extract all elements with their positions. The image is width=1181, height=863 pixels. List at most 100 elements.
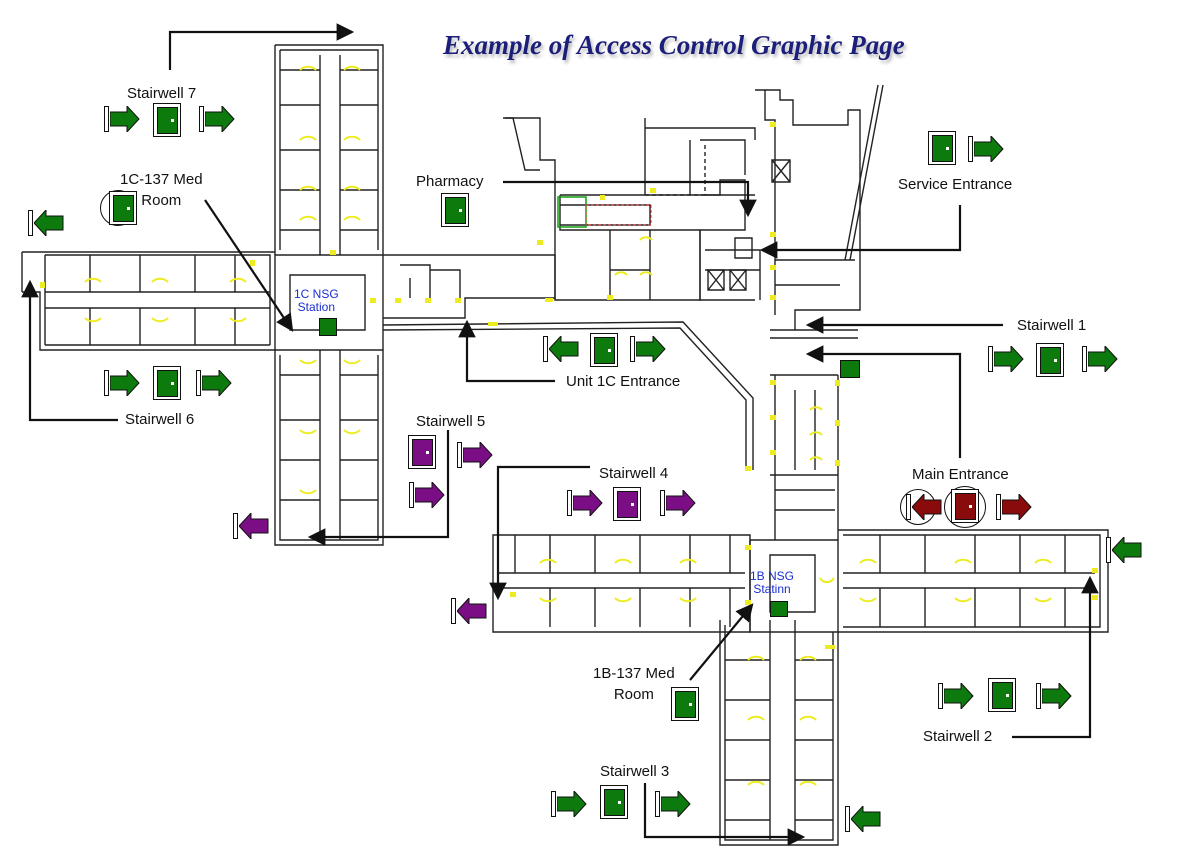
door-frame-bar [551,791,556,817]
label-stairwell-7: Stairwell 7 [127,85,197,102]
label-stairwell-3: Stairwell 3 [600,763,670,780]
door-frame-bar [845,806,850,832]
door-icon[interactable] [109,191,137,225]
door-frame-bar [196,370,201,396]
arrow-glyph [944,683,974,709]
label-pharmacy: Pharmacy [416,173,484,190]
arrow-glyph [851,806,881,832]
arrow-glyph [202,370,232,396]
arrow-in-icon[interactable] [543,336,579,362]
arrow-in-icon[interactable] [845,806,881,832]
arrow-glyph [205,106,235,132]
arrow-glyph [1042,683,1072,709]
arrow-out-icon[interactable] [457,442,493,468]
label-service-entrance: Service Entrance [898,176,1013,193]
label-stairwell-4: Stairwell 4 [599,465,669,482]
door-frame-bar [968,136,973,162]
label-stairwell-2: Stairwell 2 [923,728,993,745]
card-reader-icon[interactable] [770,601,788,617]
arrow-in-icon[interactable] [938,683,974,709]
door-icon[interactable] [153,366,181,400]
door-frame-bar [543,336,548,362]
door-frame-bar [630,336,635,362]
door-frame-bar [199,106,204,132]
arrow-glyph [1112,537,1142,563]
door-icon[interactable] [928,131,956,165]
door-icon[interactable] [613,487,641,521]
arrow-out-icon[interactable] [655,791,691,817]
arrow-glyph [974,136,1004,162]
door-frame-bar [104,106,109,132]
arrow-out-icon[interactable] [968,136,1004,162]
door-icon[interactable] [671,687,699,721]
arrow-glyph [463,442,493,468]
arrow-glyph [912,494,942,520]
arrow-out-icon[interactable] [196,370,232,396]
door-status-ring-icon [944,486,986,528]
label-unit-1c-entrance: Unit 1C Entrance [566,373,681,390]
arrow-in-icon[interactable] [1106,537,1142,563]
door-frame-bar [988,346,993,372]
arrow-out-icon[interactable] [660,490,696,516]
arrow-glyph [549,336,579,362]
door-icon[interactable] [441,193,469,227]
door-frame-bar [233,513,238,539]
label-stairwell-6: Stairwell 6 [125,411,195,428]
label-med-room-1b: 1B-137 Med Room [593,665,675,703]
door-frame-bar [906,494,911,520]
door-frame-bar [457,442,462,468]
label-stairwell-1: Stairwell 1 [1017,317,1087,334]
door-icon[interactable] [153,103,181,137]
arrow-in-icon[interactable] [567,490,603,516]
arrow-in-icon[interactable] [409,482,445,508]
door-frame-bar [104,370,109,396]
door-frame-bar [28,210,33,236]
door-frame-bar [660,490,665,516]
door-icon[interactable] [951,489,979,523]
page-title: Example of Access Control Graphic Page [443,30,905,60]
door-icon[interactable] [1036,343,1064,377]
arrow-in-icon[interactable] [104,106,140,132]
arrow-in-icon[interactable] [104,370,140,396]
arrow-glyph [666,490,696,516]
arrow-in-icon[interactable] [988,346,1024,372]
door-icon[interactable] [600,785,628,819]
arrow-out-icon[interactable] [630,336,666,362]
arrow-out-icon[interactable] [1082,346,1118,372]
label-1c-nsg-station: 1C NSG Station [294,287,339,314]
arrow-in-icon[interactable] [28,210,64,236]
arrow-in-icon[interactable] [551,791,587,817]
label-1b-nsg-station: 1B NSG Statinn [750,569,795,596]
arrow-out-icon[interactable] [1036,683,1072,709]
door-frame-bar [567,490,572,516]
arrow-out-icon[interactable] [199,106,235,132]
arrow-glyph [239,513,269,539]
door-frame-bar [1082,346,1087,372]
arrow-glyph [415,482,445,508]
arrow-glyph [557,791,587,817]
door-frame-bar [938,683,943,709]
door-frame-bar [1106,537,1111,563]
door-icon[interactable] [590,333,618,367]
door-icon[interactable] [988,678,1016,712]
arrow-in-icon[interactable] [233,513,269,539]
door-frame-bar [655,791,660,817]
arrow-out-icon[interactable] [996,494,1032,520]
door-frame-bar [409,482,414,508]
card-reader-icon[interactable] [319,318,337,336]
card-reader-icon[interactable] [840,360,860,378]
door-icon[interactable] [408,435,436,469]
arrow-glyph [573,490,603,516]
door-frame-bar [1036,683,1041,709]
label-stairwell-5: Stairwell 5 [416,413,486,430]
door-frame-bar [451,598,456,624]
arrow-in-icon[interactable] [906,494,942,520]
label-main-entrance: Main Entrance [912,466,1009,483]
arrow-in-icon[interactable] [451,598,487,624]
arrow-glyph [457,598,487,624]
arrow-glyph [1002,494,1032,520]
arrow-glyph [1088,346,1118,372]
arrow-glyph [34,210,64,236]
